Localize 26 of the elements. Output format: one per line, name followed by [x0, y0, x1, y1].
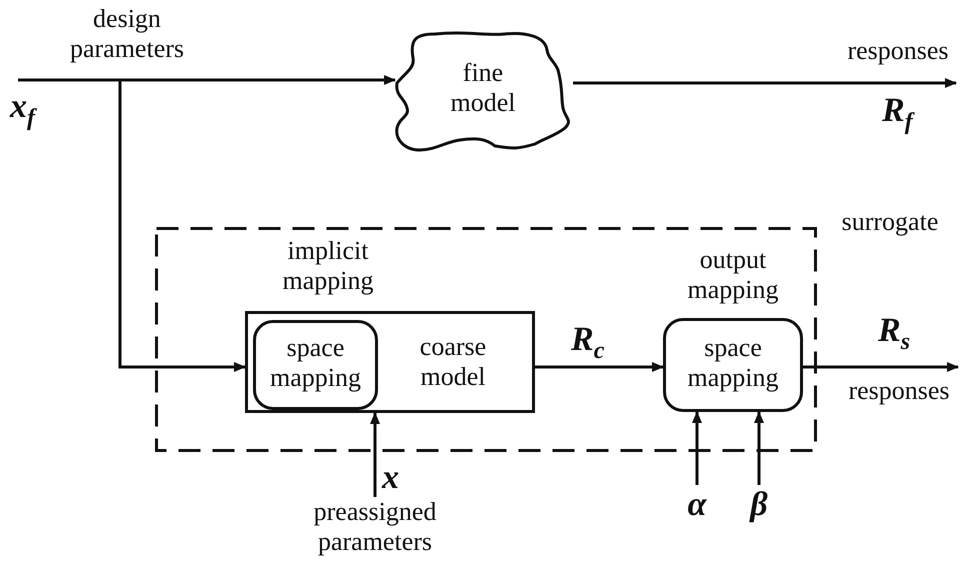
block-label: space mapping [686, 333, 780, 393]
signal-symbol: R$_{f}$ [882, 94, 913, 134]
block-heading: output mapping [686, 245, 780, 305]
block-heading: implicit mapping [282, 236, 374, 296]
arrow [692, 411, 702, 485]
block-heading: surrogate [840, 207, 940, 237]
parameter-symbol: β [748, 485, 769, 524]
arrow [118, 80, 246, 372]
signal-label: design parameters [68, 4, 186, 64]
signal-label: responses [846, 36, 950, 66]
parameter-symbol: x [382, 461, 399, 495]
block-label: fine model [450, 58, 516, 118]
arrow [573, 78, 957, 88]
signal-symbol: R$_{s}$ [878, 314, 910, 354]
mapping-block [253, 320, 378, 410]
block-label: space mapping [269, 333, 362, 393]
block-label: coarse model [418, 332, 488, 392]
arrow [535, 362, 664, 372]
block-label: preassigned parameters [312, 497, 438, 557]
arrow [803, 362, 959, 372]
signal-label: responses [847, 376, 951, 406]
arrow [370, 412, 380, 497]
arrow [18, 75, 396, 85]
parameter-symbol: α [686, 485, 708, 524]
arrow [754, 411, 764, 485]
signal-symbol: x$_{f}$ [10, 90, 35, 130]
